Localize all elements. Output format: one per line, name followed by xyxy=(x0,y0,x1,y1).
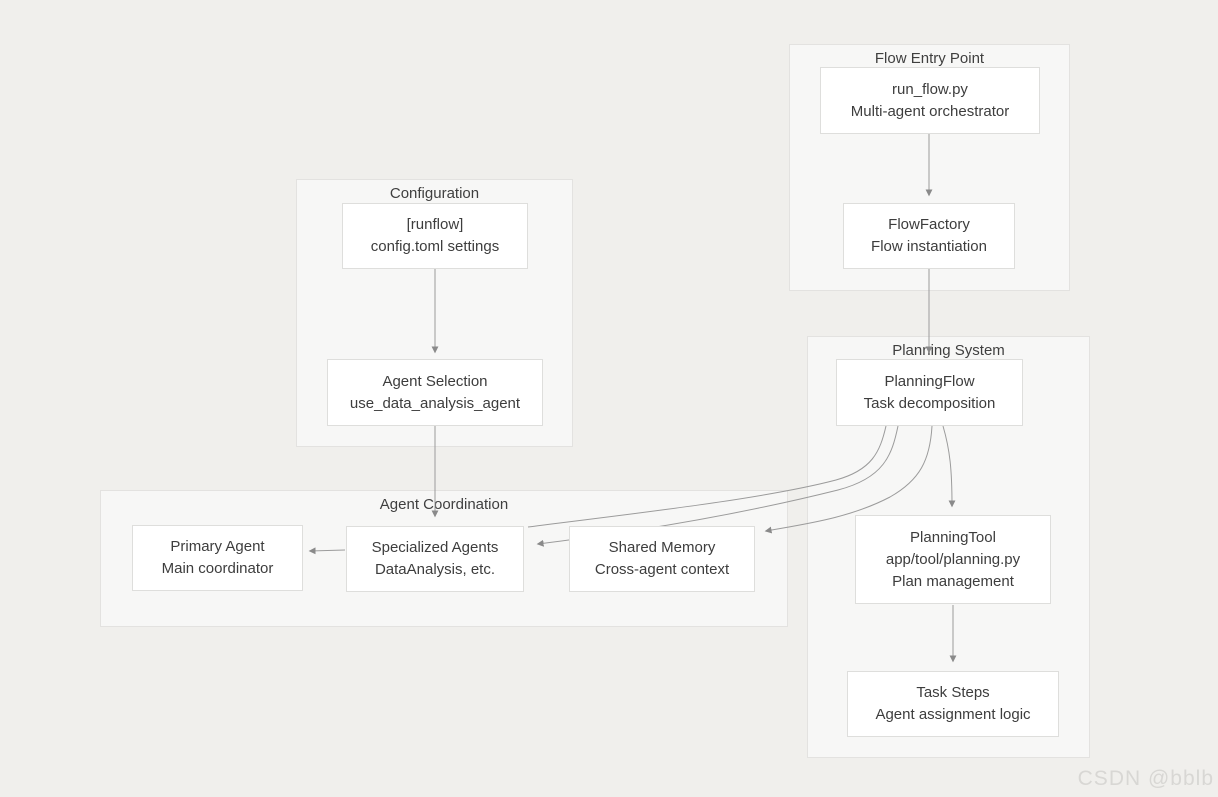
node-planning-flow: PlanningFlow Task decomposition xyxy=(836,359,1023,426)
node-primary-agent-line2: Main coordinator xyxy=(161,560,274,577)
node-runflow-config-line1: [runflow] xyxy=(406,216,464,233)
node-primary-agent: Primary Agent Main coordinator xyxy=(132,525,303,591)
node-run-flow: run_flow.py Multi-agent orchestrator xyxy=(820,67,1040,134)
node-agent-selection-line2: use_data_analysis_agent xyxy=(349,394,521,412)
node-runflow-config: [runflow] config.toml settings xyxy=(342,203,528,269)
node-primary-agent-line1: Primary Agent xyxy=(170,538,265,555)
node-planning-tool-line1: PlanningTool xyxy=(910,528,996,546)
node-planning-tool: PlanningTool app/tool/planning.py Plan m… xyxy=(855,515,1051,604)
group-configuration-title: Configuration xyxy=(389,185,480,202)
group-flow-entry-title: Flow Entry Point xyxy=(874,50,985,67)
node-planning-flow-line2: Task decomposition xyxy=(863,394,996,412)
node-agent-selection: Agent Selection use_data_analysis_agent xyxy=(327,359,543,426)
node-planning-flow-line1: PlanningFlow xyxy=(884,372,975,390)
node-run-flow-line2: Multi-agent orchestrator xyxy=(850,102,1010,120)
node-planning-tool-line2: app/tool/planning.py xyxy=(885,550,1021,568)
node-planning-tool-line3: Plan management xyxy=(892,572,1014,590)
node-task-steps: Task Steps Agent assignment logic xyxy=(847,671,1059,737)
watermark: CSDN @bblb xyxy=(1077,767,1214,790)
node-specialized-agents: Specialized Agents DataAnalysis, etc. xyxy=(346,526,524,592)
node-flow-factory-line1: FlowFactory xyxy=(888,216,970,233)
node-agent-selection-line1: Agent Selection xyxy=(382,372,488,390)
node-shared-memory: Shared Memory Cross-agent context xyxy=(569,526,755,592)
node-flow-factory-line2: Flow instantiation xyxy=(871,238,987,255)
node-shared-memory-line2: Cross-agent context xyxy=(594,561,730,578)
node-specialized-agents-line2: DataAnalysis, etc. xyxy=(374,561,496,578)
group-planning-system-title: Planning System xyxy=(892,342,1005,359)
node-specialized-agents-line1: Specialized Agents xyxy=(371,539,499,556)
node-task-steps-line1: Task Steps xyxy=(916,684,990,701)
node-shared-memory-line1: Shared Memory xyxy=(608,539,716,556)
node-task-steps-line2: Agent assignment logic xyxy=(875,706,1031,723)
node-runflow-config-line2: config.toml settings xyxy=(370,238,500,255)
node-run-flow-line1: run_flow.py xyxy=(892,80,968,98)
group-agent-coordination-title: Agent Coordination xyxy=(379,496,509,513)
node-flow-factory: FlowFactory Flow instantiation xyxy=(843,203,1015,269)
